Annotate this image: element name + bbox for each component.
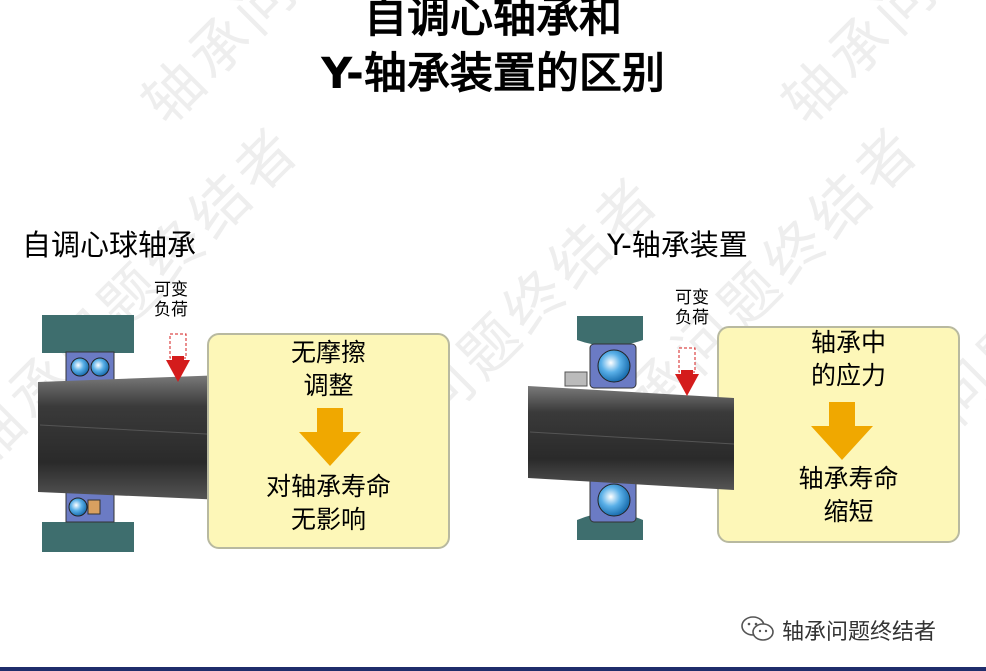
cage: [87, 499, 101, 515]
left-load-label-line1: 可变: [154, 280, 188, 300]
ball: [70, 357, 90, 377]
housing-top: [42, 315, 134, 353]
load-arrow-head: [675, 374, 699, 396]
left-box-line2: 调整: [303, 371, 354, 400]
left-info-box: [207, 333, 450, 549]
ball: [90, 357, 110, 377]
right-load-label-line1: 可变: [675, 288, 709, 308]
right-box-line1: 轴承中: [810, 328, 886, 357]
load-arrow-shaft: [681, 370, 693, 376]
left-box-line3: 对轴承寿命: [265, 472, 391, 501]
right-subtitle: Y-轴承装置: [607, 228, 748, 262]
left-box-line1: 无摩擦: [290, 338, 366, 367]
right-load-label: 可变 负荷: [667, 288, 717, 328]
load-arrow-outline: [169, 333, 187, 359]
load-arrow-head: [166, 360, 190, 382]
load-arrow-shaft: [172, 356, 184, 362]
right-box-line3: 轴承寿命: [798, 464, 899, 493]
bottom-rule: [0, 667, 986, 671]
housing-bottom: [42, 522, 134, 552]
ball: [68, 497, 88, 517]
shaft-centerline: [39, 424, 226, 436]
shaft-centerline: [529, 431, 735, 445]
right-box-line2: 的应力: [810, 361, 886, 390]
housing-top: [577, 316, 643, 346]
right-box-line4: 缩短: [823, 497, 874, 526]
down-arrow-icon: [811, 402, 873, 460]
down-arrow-icon: [299, 408, 361, 466]
load-arrow-outline: [678, 347, 696, 373]
ball: [597, 349, 631, 383]
left-box-text-bottom: 对轴承寿命 无影响: [207, 470, 450, 536]
set-screw: [564, 371, 588, 387]
left-bearing-diagram: [38, 315, 226, 552]
right-box-text-top: 轴承中 的应力: [727, 326, 970, 392]
right-load-label-line2: 负荷: [675, 308, 709, 328]
left-load-label-line2: 负荷: [154, 300, 188, 320]
page-title-line1: 自调心轴承和: [364, 0, 622, 43]
left-subtitle: 自调心球轴承: [22, 228, 197, 262]
footer-account-name: 轴承问题终结者: [782, 620, 937, 645]
ball: [597, 483, 631, 517]
page-title-line2: Y-轴承装置的区别: [321, 49, 665, 99]
shaft: [38, 375, 225, 500]
right-bearing-diagram: [528, 316, 735, 540]
left-box-text-top: 无摩擦 调整: [207, 336, 450, 402]
right-box-text-bottom: 轴承寿命 缩短: [727, 462, 970, 528]
left-box-line4: 无影响: [290, 505, 366, 534]
left-load-label: 可变 负荷: [146, 280, 196, 320]
wechat-icon: [741, 616, 774, 641]
